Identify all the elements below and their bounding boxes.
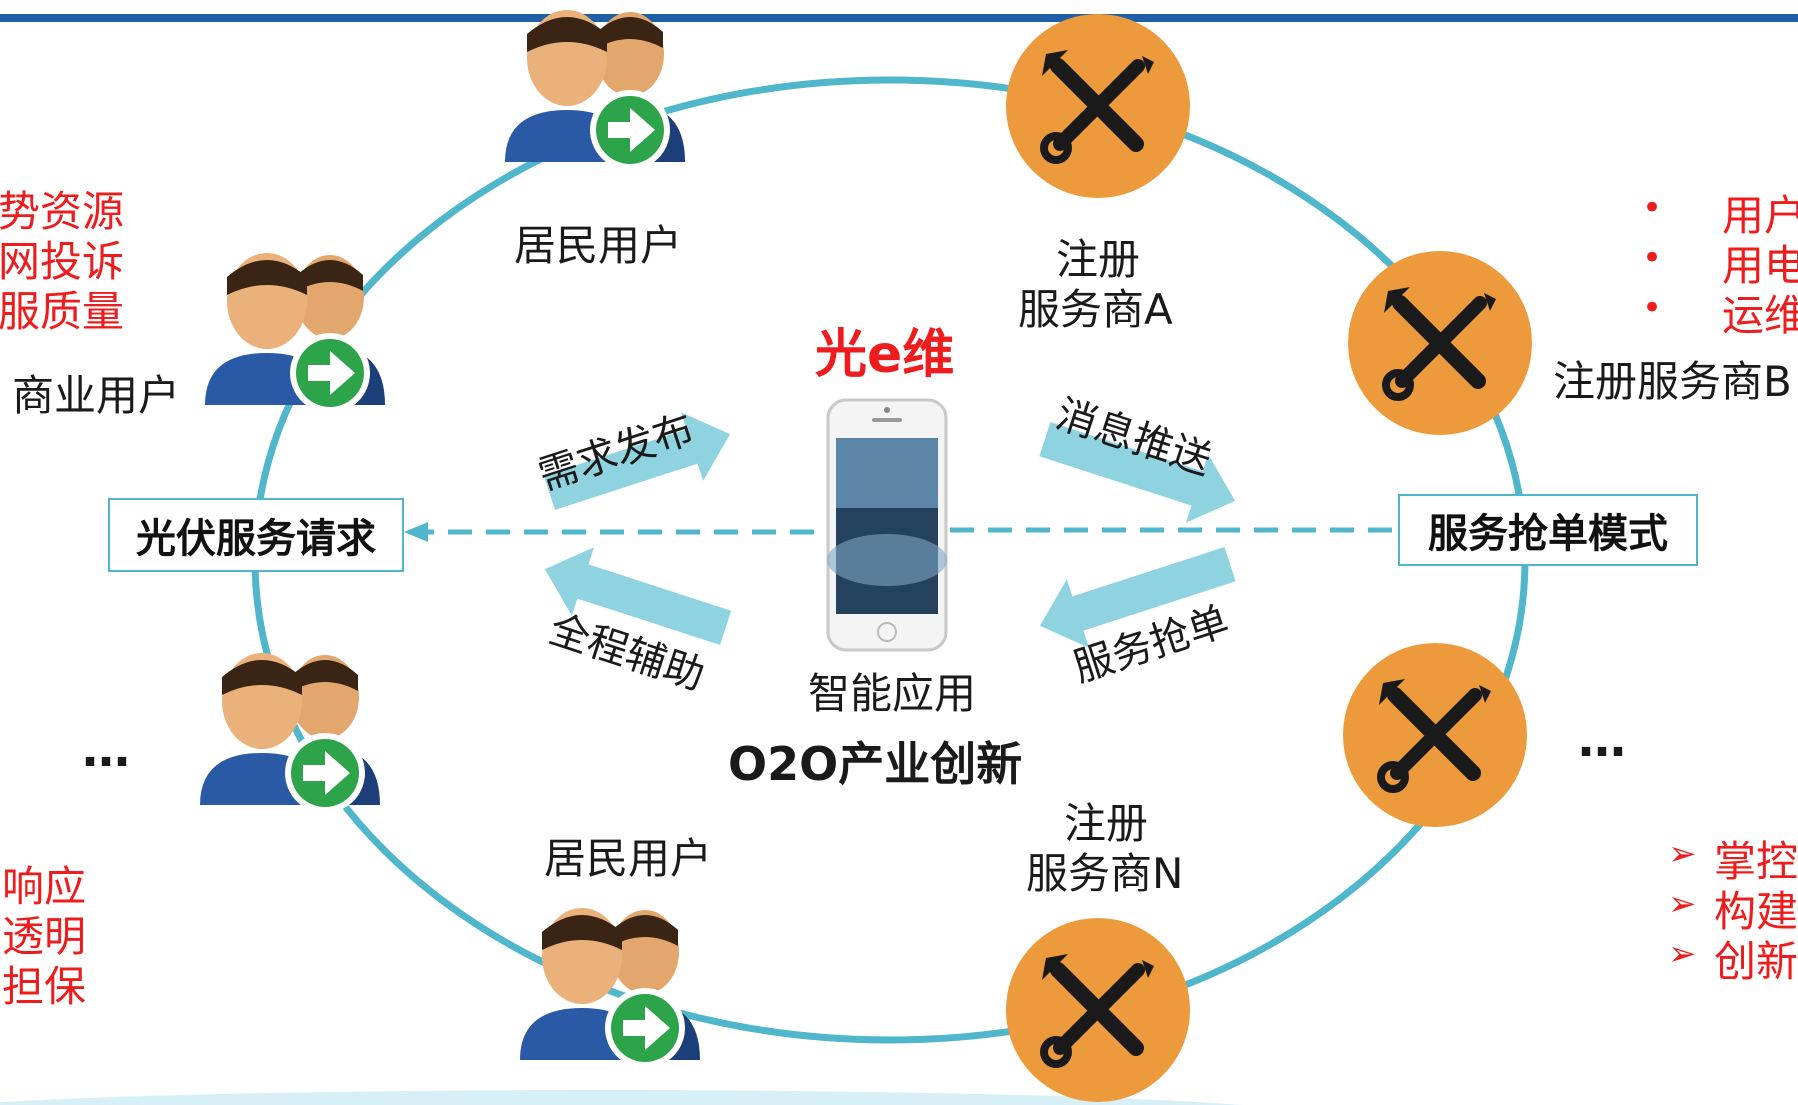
right-top-line-3: 运维	[1722, 291, 1798, 340]
right-top-bullet-2: •	[1642, 238, 1663, 278]
user-icon-top	[505, 10, 685, 170]
left-bottom-line-2: 透明	[2, 912, 87, 961]
dashed-arrowhead	[404, 522, 428, 542]
right-bottom-line-3: 创新	[1714, 937, 1798, 986]
right-bottom-line-1: 掌控	[1714, 837, 1798, 886]
user-label-left: 商业用户	[12, 371, 181, 420]
brand-title: 光e维	[815, 325, 955, 385]
right-bottom-line-2: 构建	[1714, 887, 1798, 936]
provider-a-line2: 服务商A	[1018, 285, 1173, 334]
arrow-publish	[543, 412, 731, 510]
provider-ellipsis: …	[1578, 712, 1626, 768]
wrench-icon-a	[1006, 14, 1190, 198]
user-label-top: 居民用户	[514, 221, 683, 270]
bottom-glow	[0, 1090, 1242, 1105]
pv-request-box: 光伏服务请求	[108, 498, 404, 572]
left-top-line-3: 服质量	[0, 287, 125, 336]
app-label: 智能应用	[808, 669, 977, 718]
arrow-grab	[1039, 546, 1236, 648]
wrench-icon-3	[1343, 643, 1527, 827]
right-bottom-bullet-3: ➢	[1668, 934, 1697, 974]
user-icon-left	[205, 253, 385, 413]
arrow-push	[1039, 421, 1236, 523]
user-icon-bottom	[520, 908, 700, 1068]
tagline: O2O产业创新	[728, 737, 1023, 791]
user-label-bottom: 居民用户	[544, 834, 713, 883]
top-bar	[0, 14, 1798, 22]
right-top-bullet-3: •	[1642, 288, 1663, 328]
left-top-line-2: 网投诉	[0, 237, 125, 286]
user-icon-left-lower	[200, 653, 380, 813]
left-bottom-line-3: 担保	[2, 962, 87, 1011]
grab-mode-box: 服务抢单模式	[1398, 494, 1698, 566]
right-top-line-1: 用户	[1722, 191, 1798, 240]
provider-b: 注册服务商B	[1553, 357, 1792, 406]
wrench-icon-n	[1006, 918, 1190, 1102]
phone-icon	[826, 398, 948, 652]
wrench-icon-b	[1348, 251, 1532, 435]
provider-a-line1: 注册	[1056, 235, 1141, 284]
right-bottom-bullet-1: ➢	[1668, 834, 1697, 874]
left-bottom-line-1: 响应	[2, 862, 87, 911]
provider-n-line2: 服务商N	[1026, 849, 1184, 898]
user-ellipsis: …	[82, 722, 130, 778]
right-bottom-bullet-2: ➢	[1668, 884, 1697, 924]
right-top-bullet-1: •	[1642, 188, 1663, 228]
arrow-assist	[544, 547, 732, 645]
left-top-line-1: 势资源	[0, 187, 125, 236]
provider-n-line1: 注册	[1064, 799, 1149, 848]
right-top-line-2: 用电	[1722, 241, 1798, 290]
